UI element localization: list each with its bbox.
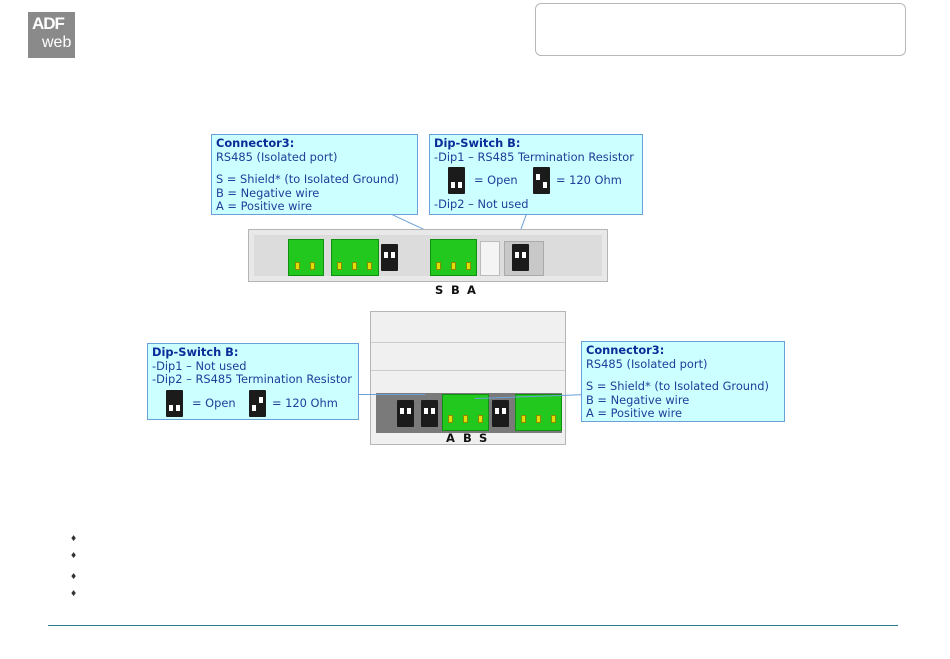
- dip-open-label: = Open: [192, 395, 236, 410]
- callout-title: Dip-Switch B:: [434, 136, 521, 150]
- callout-line: RS485 (Isolated port): [586, 356, 708, 371]
- callout-line: A = Positive wire: [586, 406, 683, 420]
- callout-line: RS485 (Isolated port): [216, 149, 338, 164]
- pin-label-s: S: [479, 431, 488, 445]
- bullet-icon: ♦: [70, 534, 78, 543]
- terminal-block: [288, 239, 324, 276]
- bullet-icon: ♦: [70, 589, 78, 598]
- dip-switch-icon: [397, 400, 414, 427]
- header-title-box: [535, 3, 906, 56]
- callout-line: -Dip2 – RS485 Termination Resistor: [152, 372, 352, 386]
- footer-divider: [48, 625, 898, 626]
- leader-line: [359, 394, 425, 395]
- pin-label-s: S: [435, 283, 444, 297]
- callout-title: Dip-Switch B:: [152, 345, 239, 359]
- callout-line: -Dip2 – Not used: [434, 197, 529, 211]
- connector3-terminal: [442, 394, 489, 431]
- dip-switch-b-icon: [512, 244, 529, 271]
- dip-open-icon: [448, 167, 465, 194]
- top-dip-callout: Dip-Switch B: -Dip1 – RS485 Termination …: [429, 134, 643, 215]
- callout-line: S = Shield* (to Isolated Ground): [216, 172, 399, 186]
- callout-line: B = Negative wire: [586, 392, 690, 407]
- callout-line: A = Positive wire: [216, 199, 313, 213]
- pin-label-a: A: [446, 431, 455, 445]
- callout-line: -Dip1 – RS485 Termination Resistor: [434, 149, 634, 164]
- bullet-icon: ♦: [70, 572, 78, 581]
- callout-title: Connector3:: [586, 343, 665, 357]
- callout-title: Connector3:: [216, 136, 295, 150]
- pin-label-b: B: [463, 431, 472, 445]
- bottom-dip-callout: Dip-Switch B: -Dip1 – Not used -Dip2 – R…: [147, 343, 359, 420]
- dip-120ohm-icon: [249, 389, 266, 417]
- dip-open-icon: [166, 389, 183, 417]
- dip-switch-icon: [381, 244, 398, 271]
- dip-120ohm-icon: [533, 167, 550, 194]
- callout-line: -Dip1 – Not used: [152, 358, 247, 373]
- dip-switch-b-icon: [421, 400, 438, 427]
- pin-label-a: A: [467, 283, 476, 297]
- bullet-icon: ♦: [70, 551, 78, 560]
- pin-label-b: B: [451, 283, 460, 297]
- dip-120ohm-label: = 120 Ohm: [556, 173, 622, 187]
- dip-switch-icon: [492, 400, 509, 427]
- callout-line: B = Negative wire: [216, 185, 320, 200]
- dip-open-label: = Open: [474, 173, 518, 187]
- terminal-block: [331, 239, 379, 276]
- dip-120ohm-label: = 120 Ohm: [272, 395, 338, 410]
- callout-line: S = Shield* (to Isolated Ground): [586, 379, 769, 393]
- bottom-connector-callout: Connector3: RS485 (Isolated port) S = Sh…: [581, 341, 785, 422]
- adfweb-logo: ADF web: [28, 12, 75, 58]
- top-connector-callout: Connector3: RS485 (Isolated port) S = Sh…: [211, 134, 418, 215]
- terminal-block: [515, 394, 562, 431]
- connector3-terminal: [430, 239, 477, 276]
